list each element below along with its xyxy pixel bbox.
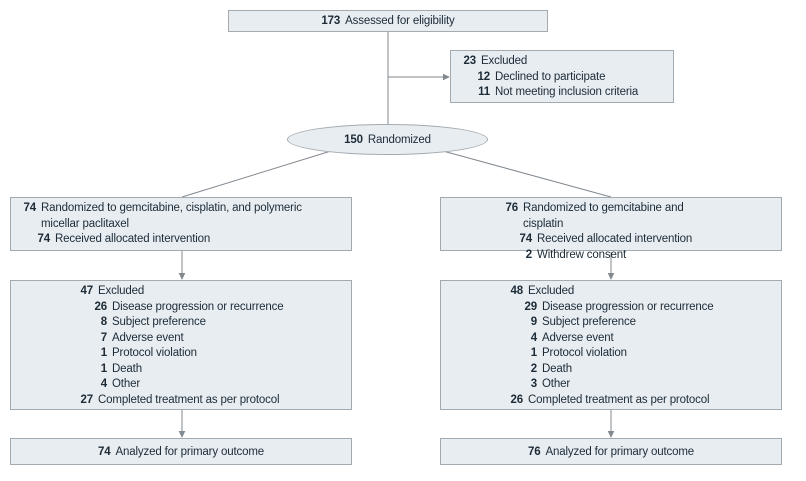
- connector-randomized-to-left: [181, 150, 332, 198]
- flow-row: 2 Death: [530, 362, 572, 375]
- allocation-right-box: 76 Randomized to gemcitabine and cisplat…: [440, 197, 782, 261]
- randomized-ellipse: 150 Randomized: [287, 124, 488, 155]
- flow-row: 26 Disease progression or recurrence: [94, 300, 284, 313]
- flow-row: 29 Disease progression or recurrence: [524, 300, 714, 313]
- flow-row: 1 Protocol violation: [530, 347, 627, 359]
- flow-row: 4 Adverse event: [530, 331, 614, 344]
- randomized-label: Randomized: [367, 133, 431, 146]
- analyzed-right-count: 76: [527, 445, 541, 458]
- flow-row: 74 Randomized to gemcitabine, cisplatin,…: [23, 202, 302, 230]
- flow-row: 1 Protocol violation: [100, 347, 197, 359]
- analyzed-left-label: Analyzed for primary outcome: [115, 445, 265, 458]
- eligibility-count: 173: [321, 15, 341, 27]
- flow-row: 4 Other: [100, 378, 141, 390]
- flow-row: 8 Subject preference: [100, 316, 206, 328]
- analyzed-left-box: 74 Analyzed for primary outcome: [10, 438, 352, 465]
- excluded-top-box: 23 Excluded 12 Declined to participate 1…: [450, 50, 674, 103]
- connector-randomized-to-right: [442, 150, 612, 198]
- flow-row: 26 Completed treatment as per protocol: [510, 393, 710, 406]
- excluded-left-box: 47 Excluded 26 Disease progression or re…: [10, 280, 352, 410]
- eligibility-box: 173 Assessed for eligibility: [228, 10, 548, 32]
- flow-row: 27 Completed treatment as per protocol: [80, 393, 280, 406]
- flow-row: 9 Subject preference: [530, 316, 636, 328]
- arrowhead-down-icon: [607, 273, 615, 280]
- flow-row: 3 Other: [530, 378, 571, 390]
- allocation-left-box: 74 Randomized to gemcitabine, cisplatin,…: [10, 197, 352, 251]
- flow-row: 11 Not meeting inclusion criteria: [478, 86, 639, 98]
- flow-row: 48 Excluded: [510, 285, 575, 297]
- arrowhead-down-icon: [178, 273, 186, 280]
- flow-row: 23 Excluded: [463, 55, 528, 67]
- analyzed-right-label: Analyzed for primary outcome: [545, 445, 695, 458]
- flow-row: 2 Withdrew consent: [525, 248, 626, 261]
- excluded-right-box: 48 Excluded 29 Disease progression or re…: [440, 280, 782, 410]
- flow-row: 76 Randomized to gemcitabine and cisplat…: [505, 202, 684, 230]
- flow-row: 74 Received allocated intervention: [519, 233, 693, 245]
- eligibility-label: Assessed for eligibility: [345, 15, 455, 27]
- arrowhead-down-icon: [607, 431, 615, 438]
- flow-row: 47 Excluded: [80, 285, 145, 297]
- flow-row: 12 Declined to participate: [477, 70, 606, 83]
- arrowhead-right-icon: [443, 73, 450, 81]
- arrowhead-down-icon: [178, 431, 186, 438]
- analyzed-left-count: 74: [97, 445, 111, 458]
- flow-row: 74 Received allocated intervention: [37, 233, 211, 245]
- randomized-count: 150: [344, 133, 363, 146]
- flow-row: 1 Death: [100, 362, 142, 375]
- flow-row: 7 Adverse event: [100, 331, 184, 344]
- analyzed-right-box: 76 Analyzed for primary outcome: [440, 438, 782, 465]
